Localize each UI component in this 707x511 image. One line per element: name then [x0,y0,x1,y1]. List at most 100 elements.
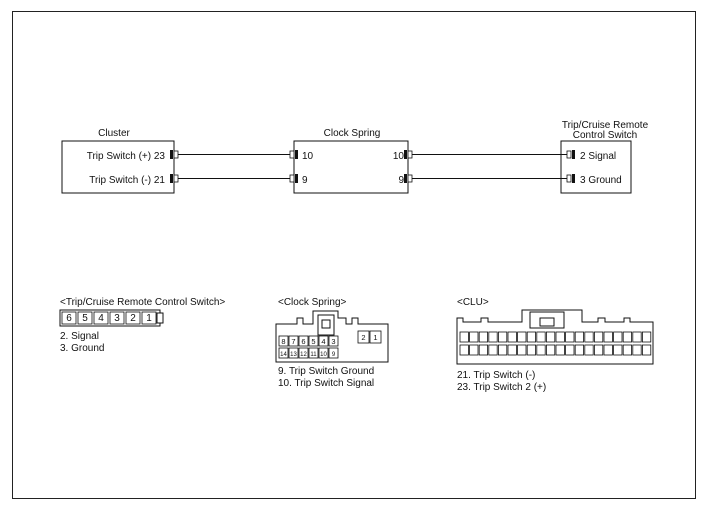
clock-spring-title: Clock Spring [324,128,381,139]
clu-note-1: 21. Trip Switch (-) [457,370,535,381]
remote-pin-6-cell [61,311,77,325]
clock-pin-11-cell [308,347,319,359]
clock-pin-1-label: 1 [373,333,377,342]
clu-cavity-1-1-cell [469,344,479,356]
remote-pin-3-cell [109,311,125,325]
clu-cavity-1-4-cell [497,344,508,356]
clock-pin-13-label: 13 [290,352,297,358]
clock-pin-4-cell [318,335,329,347]
remote-pin-3-label: 3 Ground [580,175,622,186]
clock-pin-14-cell [278,347,289,359]
clock-pin-8-label: 8 [281,337,285,346]
clock-pin-9-cell [328,347,339,359]
clu-cavity-0-1-cell [469,331,479,343]
clu-cavity-1-18-cell [632,344,642,356]
clock-pin-6-label: 6 [301,337,305,346]
remote-pin-5-cell [77,311,93,325]
clock-pin-12-label: 12 [300,352,307,358]
clock-pin-1-cell [369,330,382,344]
remote-pin-3-label: 3 [114,313,120,324]
clu-cavity-1-9-cell [546,344,556,356]
clock-pin-7-label: 7 [291,337,295,346]
cluster-title: Cluster [98,128,130,139]
clock-pin-12-cell [298,347,309,359]
remote-pin-2-label: 2 [130,313,136,324]
clu-cavity-1-0-cell [459,344,469,356]
clock-spring-box [293,140,409,194]
clu-cavity-0-11-cell [565,331,575,343]
clu-cavity-1-2-cell [478,344,489,356]
diagram-frame [12,11,696,499]
remote-switch-box [560,140,632,194]
clu-cavity-0-7-cell [526,331,537,343]
clu-cavity-0-4-cell [497,331,508,343]
clu-cavity-1-11-cell [565,344,575,356]
clock-right-pin-10: 10 [393,151,405,162]
clu-cavity-0-2-cell [478,331,489,343]
clu-cavity-1-12-cell [574,344,585,356]
cluster-box [61,140,175,194]
clock-pin-11-label: 11 [310,352,317,358]
clu-cavity-0-6-cell [517,331,527,343]
clock-connector-title: <Clock Spring> [278,297,347,308]
clock-pin-5-cell [308,335,319,347]
clock-pin-13-cell [288,347,299,359]
clock-pin-8-cell [278,335,289,347]
clock-left-pin-9: 9 [302,175,308,186]
clu-connector-pins [459,331,652,356]
clock-pin-3-label: 3 [331,337,335,346]
remote-pin-4-label: 4 [98,313,104,324]
clock-pin-5-label: 5 [311,337,315,346]
terminal-markers [170,150,575,183]
clu-cavity-0-9-cell [546,331,556,343]
remote-connector-latch [156,312,164,324]
clu-cavity-0-14-cell [594,331,604,343]
remote-switch-title-1: Trip/Cruise Remote [562,120,649,131]
clu-cavity-0-3-cell [488,331,498,343]
clu-cavity-1-5-cell [507,344,517,356]
clu-cavity-1-14-cell [594,344,604,356]
clu-cavity-1-16-cell [613,344,623,356]
remote-note-2: 3. Ground [60,343,104,354]
clu-cavity-1-7-cell [526,344,537,356]
clu-cavity-1-6-cell [517,344,527,356]
clock-pin-10-cell [318,347,329,359]
clu-cavity-0-18-cell [632,331,642,343]
clock-pin-4-label: 4 [321,337,325,346]
clock-pin-2-label: 2 [361,333,365,342]
clu-cavity-0-8-cell [536,331,546,343]
clock-pin-3-cell [328,335,339,347]
clock-pin-7-cell [288,335,299,347]
cluster-pin-23-label: Trip Switch (+) 23 [87,151,166,162]
clu-cavity-0-19-cell [642,331,652,343]
remote-pin-1-label: 1 [146,313,152,324]
clock-pin-6-cell [298,335,309,347]
clu-cavity-0-12-cell [574,331,585,343]
clu-connector-title: <CLU> [457,297,489,308]
clock-right-pin-9: 9 [398,175,404,186]
remote-pin-5-label: 5 [82,313,88,324]
clock-pin-10-label: 10 [320,352,327,358]
clu-cavity-0-16-cell [613,331,623,343]
wires [178,154,567,179]
clock-pin-2-cell [357,330,370,344]
remote-pin-2-cell [125,311,141,325]
remote-pin-4-cell [93,311,109,325]
clu-cavity-1-15-cell [603,344,613,356]
remote-pin-6-label: 6 [66,313,72,324]
clu-cavity-0-15-cell [603,331,613,343]
clu-cavity-1-19-cell [642,344,652,356]
clock-pin-14-label: 14 [280,352,287,358]
remote-switch-title-2: Control Switch [573,130,637,141]
clu-cavity-0-10-cell [555,331,565,343]
clu-cavity-0-13-cell [584,331,594,343]
remote-connector-title: <Trip/Cruise Remote Control Switch> [60,297,225,308]
clu-note-2: 23. Trip Switch 2 (+) [457,382,546,393]
clu-cavity-0-5-cell [507,331,517,343]
remote-pin-1-cell [141,311,157,325]
remote-note-1: 2. Signal [60,331,99,342]
clu-cavity-1-17-cell [622,344,633,356]
